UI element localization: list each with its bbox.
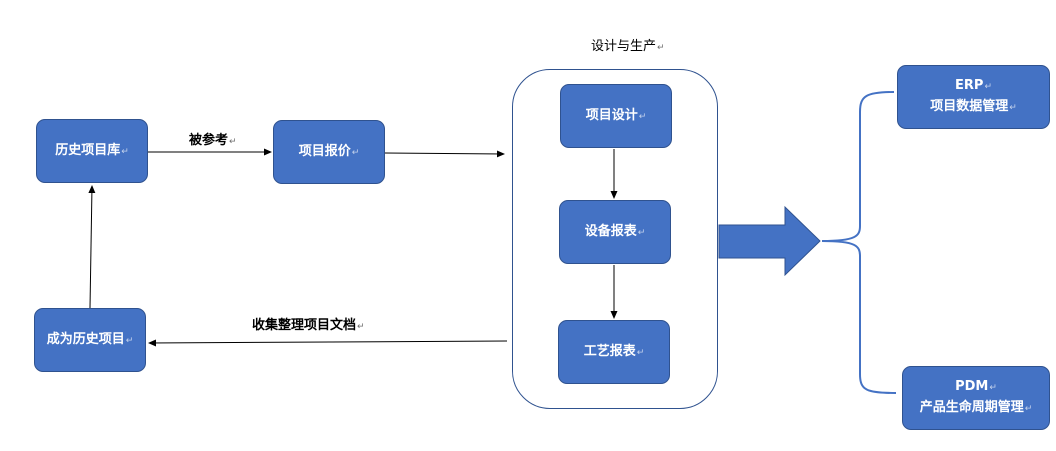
- erp-title: ERP: [955, 78, 984, 93]
- paragraph-mark: ↵: [984, 82, 992, 92]
- project-design-label: 项目设计: [585, 107, 638, 123]
- pdm-title: PDM: [955, 379, 989, 394]
- paragraph-mark: ↵: [125, 335, 134, 346]
- paragraph-mark: ↵: [657, 43, 665, 53]
- arrow-quote-to-design: [384, 150, 505, 158]
- history-project-library-label: 历史项目库: [55, 142, 121, 158]
- referenced-label: 被参考↵: [189, 133, 237, 150]
- paragraph-mark: ↵: [1009, 103, 1017, 113]
- pdm-node[interactable]: PDM↵ 产品生命周期管理↵: [902, 366, 1050, 430]
- paragraph-mark: ↵: [989, 383, 997, 393]
- project-quote-node[interactable]: 项目报价↵: [273, 120, 385, 184]
- history-project-library-node[interactable]: 历史项目库↵: [36, 119, 148, 183]
- equipment-report-label: 设备报表: [584, 223, 637, 239]
- paragraph-mark: ↵: [351, 147, 360, 158]
- process-report-node[interactable]: 工艺报表↵: [558, 320, 670, 384]
- collect-documents-text: 收集整理项目文档: [252, 318, 357, 333]
- become-history-project-node[interactable]: 成为历史项目↵: [34, 308, 146, 372]
- process-report-label: 工艺报表: [583, 343, 636, 359]
- erp-description: 项目数据管理: [930, 99, 1009, 114]
- referenced-text: 被参考: [189, 133, 229, 148]
- paragraph-mark: ↵: [1024, 404, 1033, 414]
- curly-brace: [821, 91, 897, 394]
- paragraph-mark: ↵: [637, 227, 646, 238]
- paragraph-mark: ↵: [121, 146, 129, 157]
- big-right-arrow: [718, 205, 821, 277]
- paragraph-mark: ↵: [357, 322, 365, 332]
- equipment-report-node[interactable]: 设备报表↵: [559, 200, 671, 264]
- arrow-become-to-history: [88, 185, 96, 309]
- design-production-text: 设计与生产: [591, 39, 657, 54]
- project-design-node[interactable]: 项目设计↵: [560, 84, 672, 148]
- arrow-collect-to-become-history: [148, 339, 508, 347]
- erp-node[interactable]: ERP↵ 项目数据管理↵: [897, 65, 1050, 129]
- pdm-description: 产品生命周期管理: [919, 400, 1024, 415]
- design-production-label: 设计与生产↵: [591, 39, 665, 56]
- collect-documents-label: 收集整理项目文档↵: [252, 318, 365, 335]
- project-quote-label: 项目报价: [298, 143, 351, 159]
- paragraph-mark: ↵: [638, 111, 647, 122]
- become-history-project-label: 成为历史项目: [46, 331, 125, 347]
- paragraph-mark: ↵: [229, 137, 237, 147]
- paragraph-mark: ↵: [636, 347, 645, 358]
